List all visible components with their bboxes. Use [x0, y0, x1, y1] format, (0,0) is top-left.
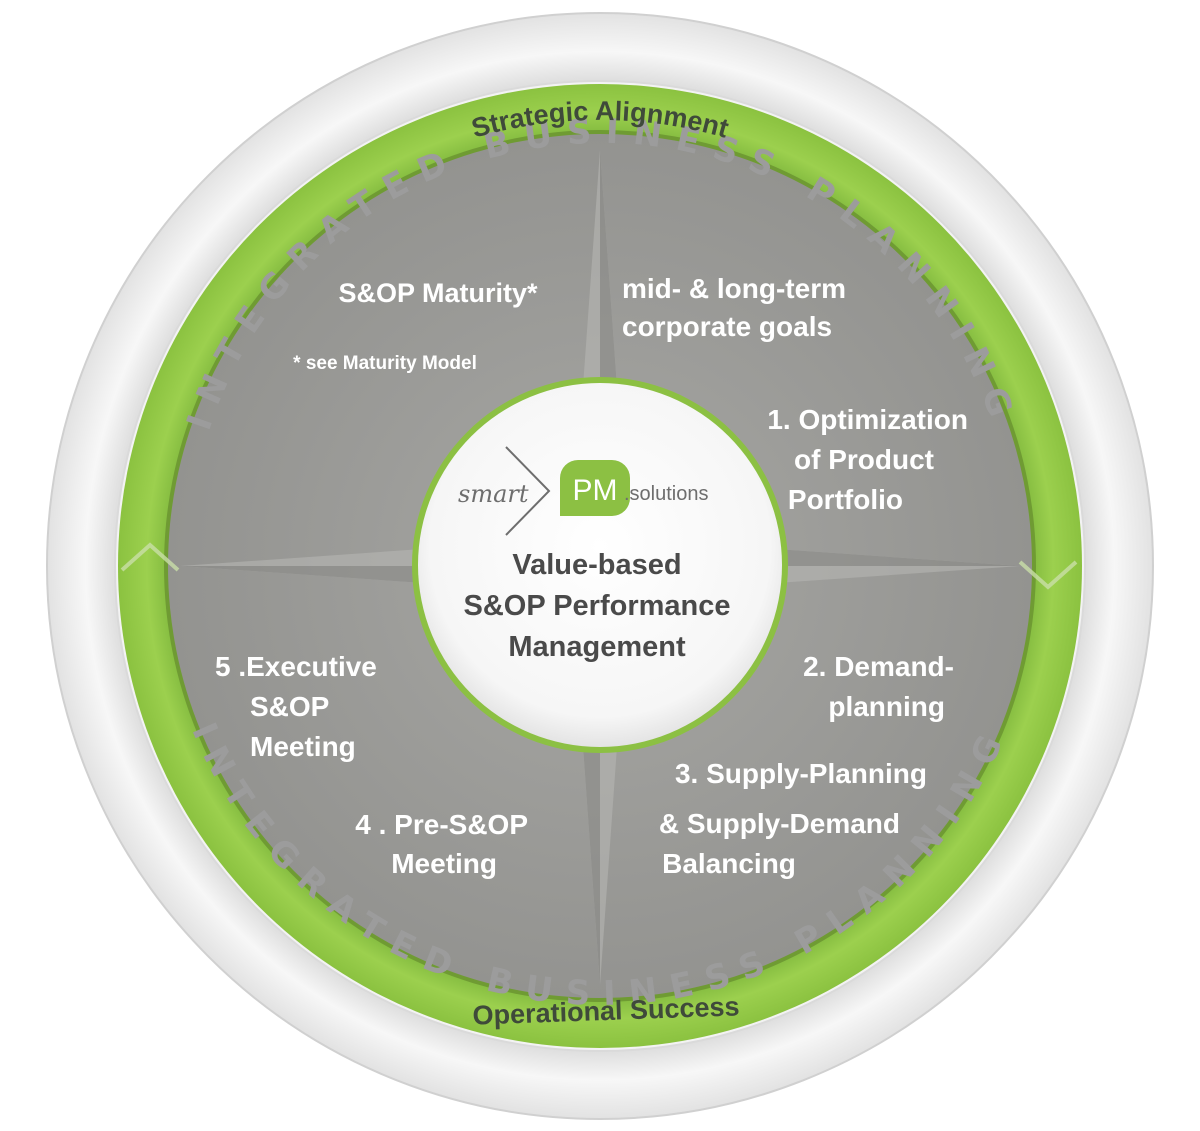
- step3-line1: 3. Supply-Planning: [675, 758, 927, 789]
- center-title-line3: Management: [508, 631, 686, 663]
- logo-chevron-icon: [505, 446, 551, 536]
- goals-line1: mid- & long-term: [622, 273, 846, 304]
- segment-step5: 5 .Executive S&OP Meeting: [215, 651, 377, 762]
- maturity-title: S&OP Maturity*: [338, 278, 538, 308]
- logo-pm-text: PM: [573, 474, 618, 507]
- segment-step2: 2. Demand- planning: [803, 651, 954, 722]
- step1-line2: of Product: [794, 444, 934, 475]
- logo-smart-text: smart: [458, 480, 529, 508]
- step2-line1: 2. Demand-: [803, 651, 954, 682]
- smartpm-logo: smart PM .solutions: [458, 446, 709, 536]
- step5-line3: Meeting: [250, 731, 356, 762]
- step1-line3: Portfolio: [788, 484, 903, 515]
- maturity-note: * see Maturity Model: [293, 353, 477, 374]
- center-title-line1: Value-based: [512, 549, 681, 581]
- segment-step1: 1. Optimization of Product Portfolio: [767, 404, 968, 515]
- segment-step3: 3. Supply-Planning & Supply-Demand Balan…: [659, 758, 927, 879]
- segment-step4: 4 . Pre-S&OP Meeting: [355, 809, 528, 879]
- left-chevron-icon: [120, 542, 180, 572]
- step3-line3: Balancing: [662, 848, 796, 879]
- step4-line1: 4 . Pre-S&OP: [355, 809, 528, 840]
- center-hub: smart PM .solutions Value-based S&OP Per…: [412, 377, 788, 753]
- step5-line1: 5 .Executive: [215, 651, 377, 682]
- step3-line2: & Supply-Demand: [659, 808, 900, 839]
- goals-line2: corporate goals: [622, 311, 832, 342]
- step4-line2: Meeting: [391, 848, 497, 879]
- step2-line2: planning: [828, 691, 945, 722]
- center-title-line2: S&OP Performance: [463, 590, 730, 622]
- segment-goals: mid- & long-term corporate goals: [622, 273, 846, 342]
- segment-maturity: S&OP Maturity* * see Maturity Model: [293, 278, 538, 374]
- right-chevron-icon: [1018, 560, 1078, 590]
- step5-line2: S&OP: [250, 691, 329, 722]
- center-circle: [418, 383, 782, 747]
- step1-line1: 1. Optimization: [767, 404, 968, 435]
- logo-solutions-text: .solutions: [624, 483, 709, 505]
